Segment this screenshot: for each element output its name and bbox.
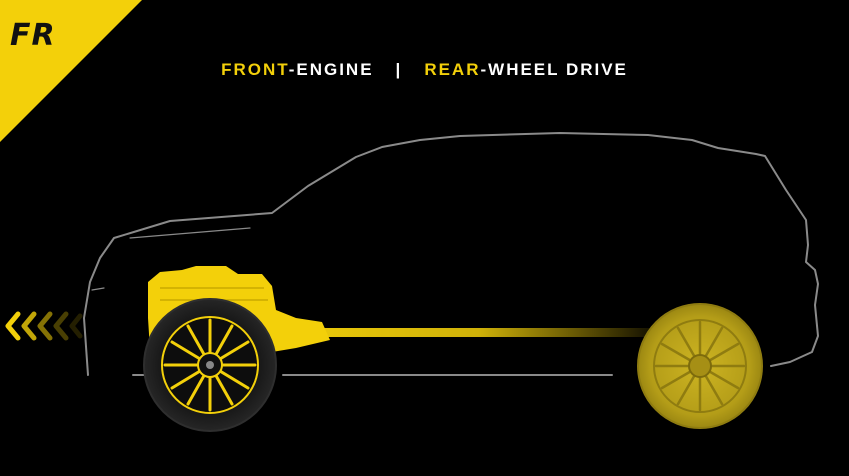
chevron-left-icon bbox=[5, 311, 83, 341]
headline-rear: REAR bbox=[424, 60, 481, 79]
corner-triangle bbox=[0, 0, 142, 142]
drive-layout-code: FR bbox=[10, 18, 56, 53]
wheel-icon bbox=[143, 298, 277, 432]
wheel-icon bbox=[637, 303, 763, 429]
headline-separator: | bbox=[395, 60, 403, 79]
headline-engine: -ENGINE bbox=[288, 60, 374, 79]
car-body-outline bbox=[83, 132, 819, 376]
headline: FRONT-ENGINE | REAR-WHEEL DRIVE bbox=[0, 60, 849, 80]
headline-front: FRONT bbox=[221, 60, 289, 79]
headline-wheel-drive: -WHEEL DRIVE bbox=[480, 60, 628, 79]
corner-badge: FR bbox=[0, 0, 142, 142]
drive-shaft bbox=[258, 328, 660, 337]
